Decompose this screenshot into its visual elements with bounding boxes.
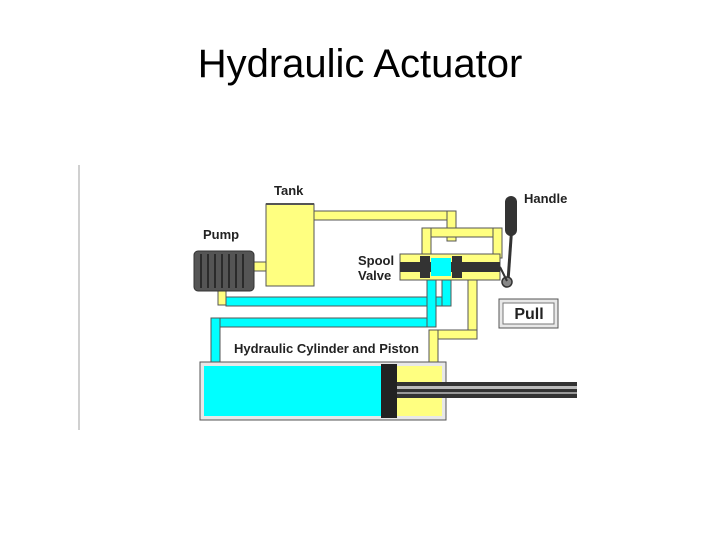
piston-rod <box>397 382 577 398</box>
spool-label-line1: Spool <box>358 253 394 268</box>
handle-label: Handle <box>524 191 567 206</box>
handle-lever-icon[interactable] <box>499 196 517 288</box>
spool-valve-icon <box>399 253 501 281</box>
slide-title: Hydraulic Actuator <box>197 42 523 86</box>
spool-label-line2: Valve <box>358 268 391 283</box>
pull-button-label: Pull <box>514 306 543 323</box>
tank <box>265 203 315 287</box>
pump-label: Pump <box>203 227 239 242</box>
cylinder-label: Hydraulic Cylinder and Piston <box>234 341 419 356</box>
pump-icon <box>193 250 255 292</box>
tank-label: Tank <box>274 183 304 198</box>
pull-button[interactable]: Pull <box>498 298 559 329</box>
return-lines <box>217 210 503 371</box>
